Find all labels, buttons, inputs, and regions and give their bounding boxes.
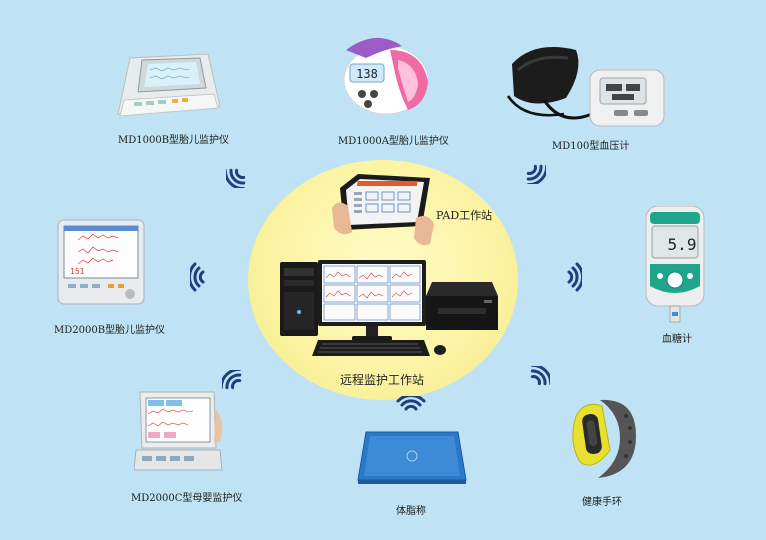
md2000b-screen-value: 151 <box>70 267 85 276</box>
remote-workstation-label: 远程监护工作站 <box>340 373 425 387</box>
md1000a-device: 138 <box>336 28 436 116</box>
md1000a-screen-value: 138 <box>356 67 378 81</box>
glucose-label: 血糖计 <box>662 334 692 345</box>
wifi-signal-icon <box>190 262 205 292</box>
wifi-signal-icon <box>396 396 426 411</box>
wifi-signal-icon <box>226 168 246 188</box>
pad-tablet <box>330 168 440 250</box>
printer <box>424 278 500 334</box>
glucose-meter-device: 5.9 <box>642 206 708 324</box>
health-band-device <box>566 392 642 486</box>
health-band-label: 健康手环 <box>582 497 622 508</box>
workstation-monitor <box>318 260 426 344</box>
md2000c-device <box>134 390 226 476</box>
md2000b-label: MD2000B型胎儿监护仪 <box>54 325 166 336</box>
wifi-signal-icon <box>567 262 582 292</box>
md2000b-device: 151 <box>56 218 148 308</box>
keyboard <box>312 340 448 360</box>
md100-device <box>504 40 670 132</box>
wifi-signal-icon <box>222 370 242 390</box>
wifi-signal-icon <box>530 366 550 386</box>
pc-tower <box>280 262 318 336</box>
wifi-signal-icon <box>526 164 546 184</box>
body-fat-scale-device <box>356 430 468 486</box>
scale-label: 体脂称 <box>396 506 426 517</box>
md1000a-label: MD1000A型胎儿监护仪 <box>338 136 449 147</box>
md1000b-label: MD1000B型胎儿监护仪 <box>118 135 230 146</box>
md1000b-device <box>114 48 224 124</box>
md2000c-label: MD2000C型母婴监护仪 <box>131 493 243 504</box>
glucose-screen-value: 5.9 <box>668 235 697 254</box>
md100-label: MD100型血压计 <box>552 141 630 152</box>
pad-workstation-label: PAD工作站 <box>436 209 493 222</box>
